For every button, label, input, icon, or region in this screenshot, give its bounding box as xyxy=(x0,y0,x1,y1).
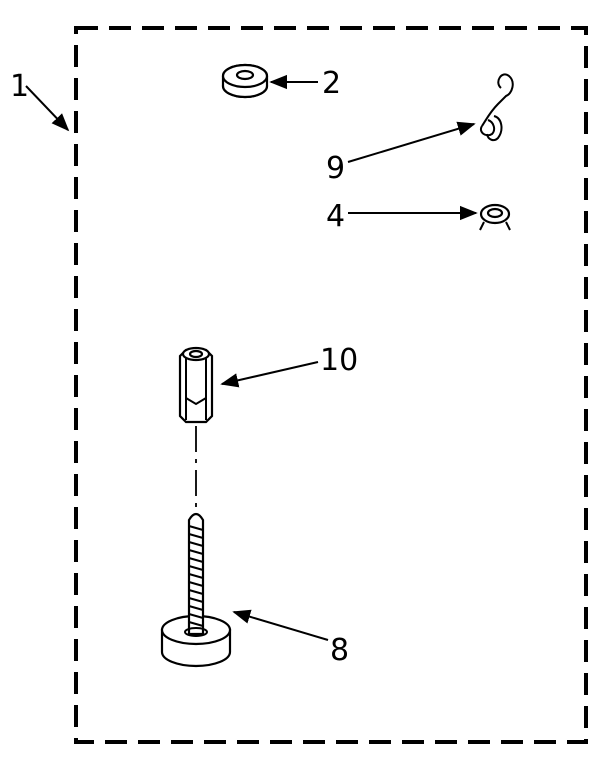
washer-part xyxy=(221,63,269,99)
callout-kit: 1 xyxy=(10,69,29,104)
kit-boundary xyxy=(74,26,588,744)
leader-kit xyxy=(25,85,70,132)
leveling-bolt-part xyxy=(160,512,232,668)
callout-ring: 4 xyxy=(326,199,345,234)
callout-leveling-bolt: 8 xyxy=(330,633,349,668)
leader-clip xyxy=(347,121,476,163)
callout-washer: 2 xyxy=(322,66,341,101)
leader-leveling-bolt xyxy=(232,609,329,641)
coupling-nut-part xyxy=(178,346,214,424)
callout-clip: 9 xyxy=(326,151,345,186)
clip-part xyxy=(480,73,514,142)
ring-part xyxy=(479,203,511,231)
callout-coupling-nut: 10 xyxy=(320,343,358,378)
leader-coupling-nut xyxy=(220,361,319,388)
